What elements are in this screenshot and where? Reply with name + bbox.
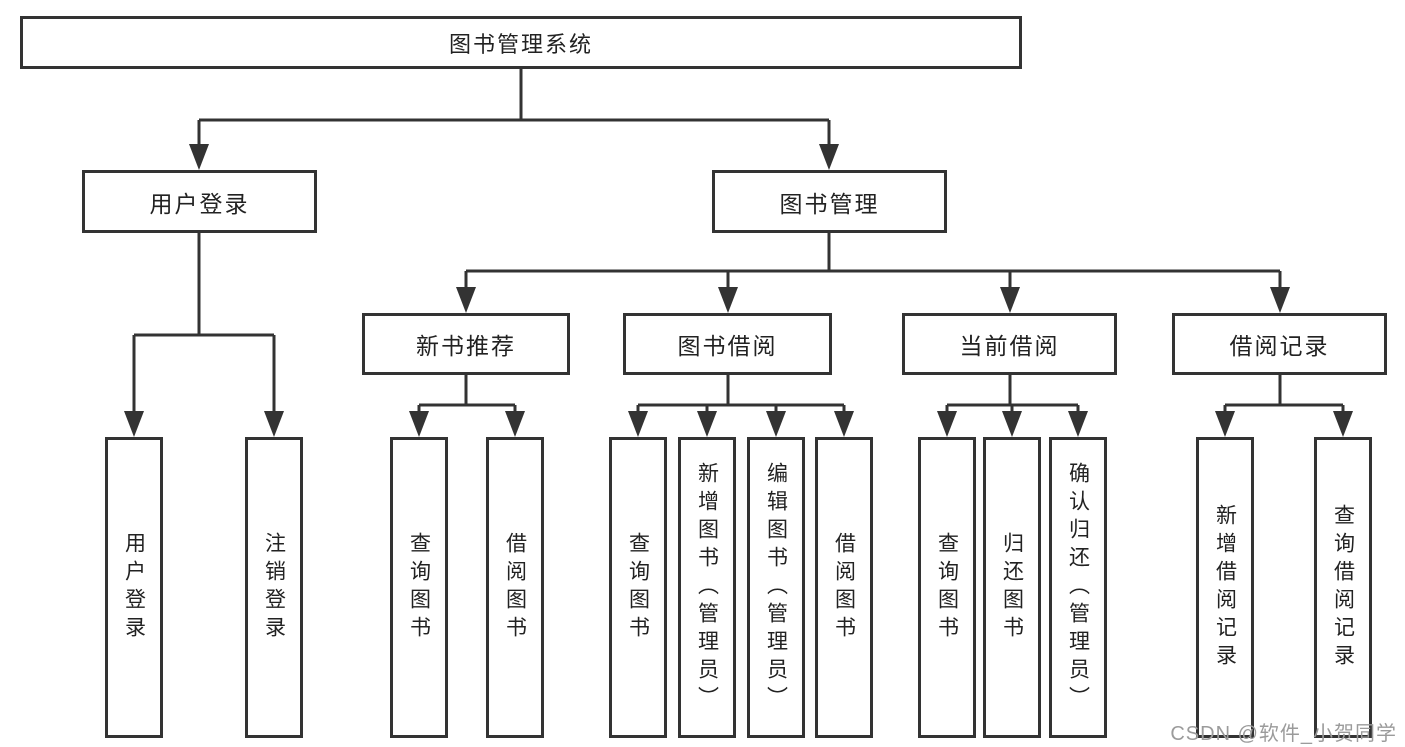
node-leaf-add-borrow-record: 新增借阅记录 bbox=[1196, 437, 1254, 738]
node-leaf-confirm-return: 确认归还（管理员） bbox=[1049, 437, 1107, 738]
node-label: 新增借阅记录 bbox=[1213, 503, 1237, 672]
node-label: 确认归还（管理员） bbox=[1066, 461, 1090, 714]
connector-user-login-to-leaves bbox=[132, 233, 276, 413]
node-label: 用户登录 bbox=[149, 190, 250, 217]
node-label: 新书推荐 bbox=[416, 333, 516, 359]
node-new-book-recommend: 新书推荐 bbox=[362, 313, 570, 375]
node-label: 查询借阅记录 bbox=[1331, 503, 1355, 672]
connector-records-to-leaves bbox=[1223, 375, 1345, 413]
node-label: 编辑图书（管理员） bbox=[764, 461, 788, 714]
node-label: 新增图书（管理员） bbox=[695, 461, 719, 714]
node-label: 用户登录 bbox=[122, 531, 146, 644]
node-current-borrowing: 当前借阅 bbox=[902, 313, 1117, 375]
node-library-system: 图书管理系统 bbox=[20, 16, 1022, 69]
node-leaf-query-books-2: 查询图书 bbox=[609, 437, 667, 738]
connector-borrowing-to-leaves bbox=[636, 375, 846, 413]
node-label: 借阅图书 bbox=[503, 531, 527, 644]
node-leaf-query-borrow-record: 查询借阅记录 bbox=[1314, 437, 1372, 738]
node-leaf-edit-book-admin: 编辑图书（管理员） bbox=[747, 437, 805, 738]
node-label: 借阅图书 bbox=[832, 531, 856, 644]
node-leaf-user-login: 用户登录 bbox=[105, 437, 163, 738]
node-leaf-logout: 注销登录 bbox=[245, 437, 303, 738]
node-label: 借阅记录 bbox=[1229, 333, 1330, 359]
connector-root-to-level2 bbox=[197, 69, 831, 146]
node-leaf-query-books-3: 查询图书 bbox=[918, 437, 976, 738]
node-book-management: 图书管理 bbox=[712, 170, 947, 233]
connector-book-mgmt-to-level3 bbox=[464, 233, 1282, 289]
node-label: 图书借阅 bbox=[677, 333, 778, 359]
node-label: 注销登录 bbox=[262, 531, 286, 644]
connector-current-to-leaves bbox=[945, 375, 1080, 413]
connector-recommend-to-leaves bbox=[417, 375, 517, 413]
node-user-login: 用户登录 bbox=[82, 170, 317, 233]
node-label: 当前借阅 bbox=[959, 333, 1060, 359]
node-leaf-query-books-1: 查询图书 bbox=[390, 437, 448, 738]
node-label: 图书管理系统 bbox=[448, 31, 593, 57]
node-label: 归还图书 bbox=[1000, 531, 1024, 644]
node-book-borrowing: 图书借阅 bbox=[623, 313, 832, 375]
node-leaf-borrow-books-1: 借阅图书 bbox=[486, 437, 544, 738]
node-borrowing-records: 借阅记录 bbox=[1172, 313, 1387, 375]
node-label: 图书管理 bbox=[779, 190, 880, 217]
node-leaf-return-book: 归还图书 bbox=[983, 437, 1041, 738]
node-label: 查询图书 bbox=[935, 531, 959, 644]
node-leaf-borrow-books-2: 借阅图书 bbox=[815, 437, 873, 738]
arrowheads bbox=[124, 144, 1353, 437]
node-label: 查询图书 bbox=[626, 531, 650, 644]
node-leaf-add-book-admin: 新增图书（管理员） bbox=[678, 437, 736, 738]
csdn-watermark: CSDN @软件_小贺同学 bbox=[1170, 723, 1397, 745]
node-label: 查询图书 bbox=[407, 531, 431, 644]
